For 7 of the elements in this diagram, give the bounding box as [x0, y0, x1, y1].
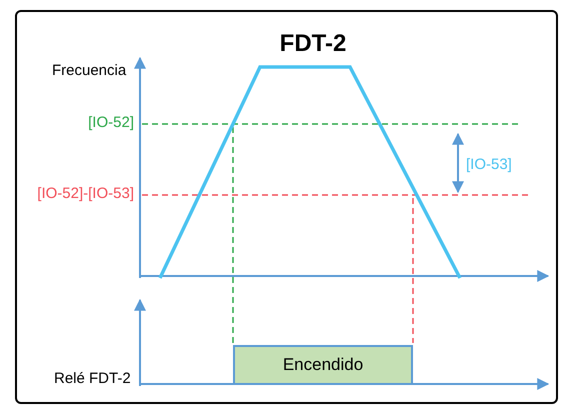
threshold-label: [IO-52]-[IO-53]	[36, 185, 134, 203]
axis-label: Frecuencia	[52, 62, 126, 80]
threshold-label: [IO-52]	[87, 114, 134, 132]
dimension-label: [IO-53]	[466, 156, 512, 174]
axis-label: Relé FDT-2	[54, 370, 131, 388]
chart-title: FDT-2	[278, 30, 348, 58]
relay-on-box: Encendido	[233, 345, 413, 385]
